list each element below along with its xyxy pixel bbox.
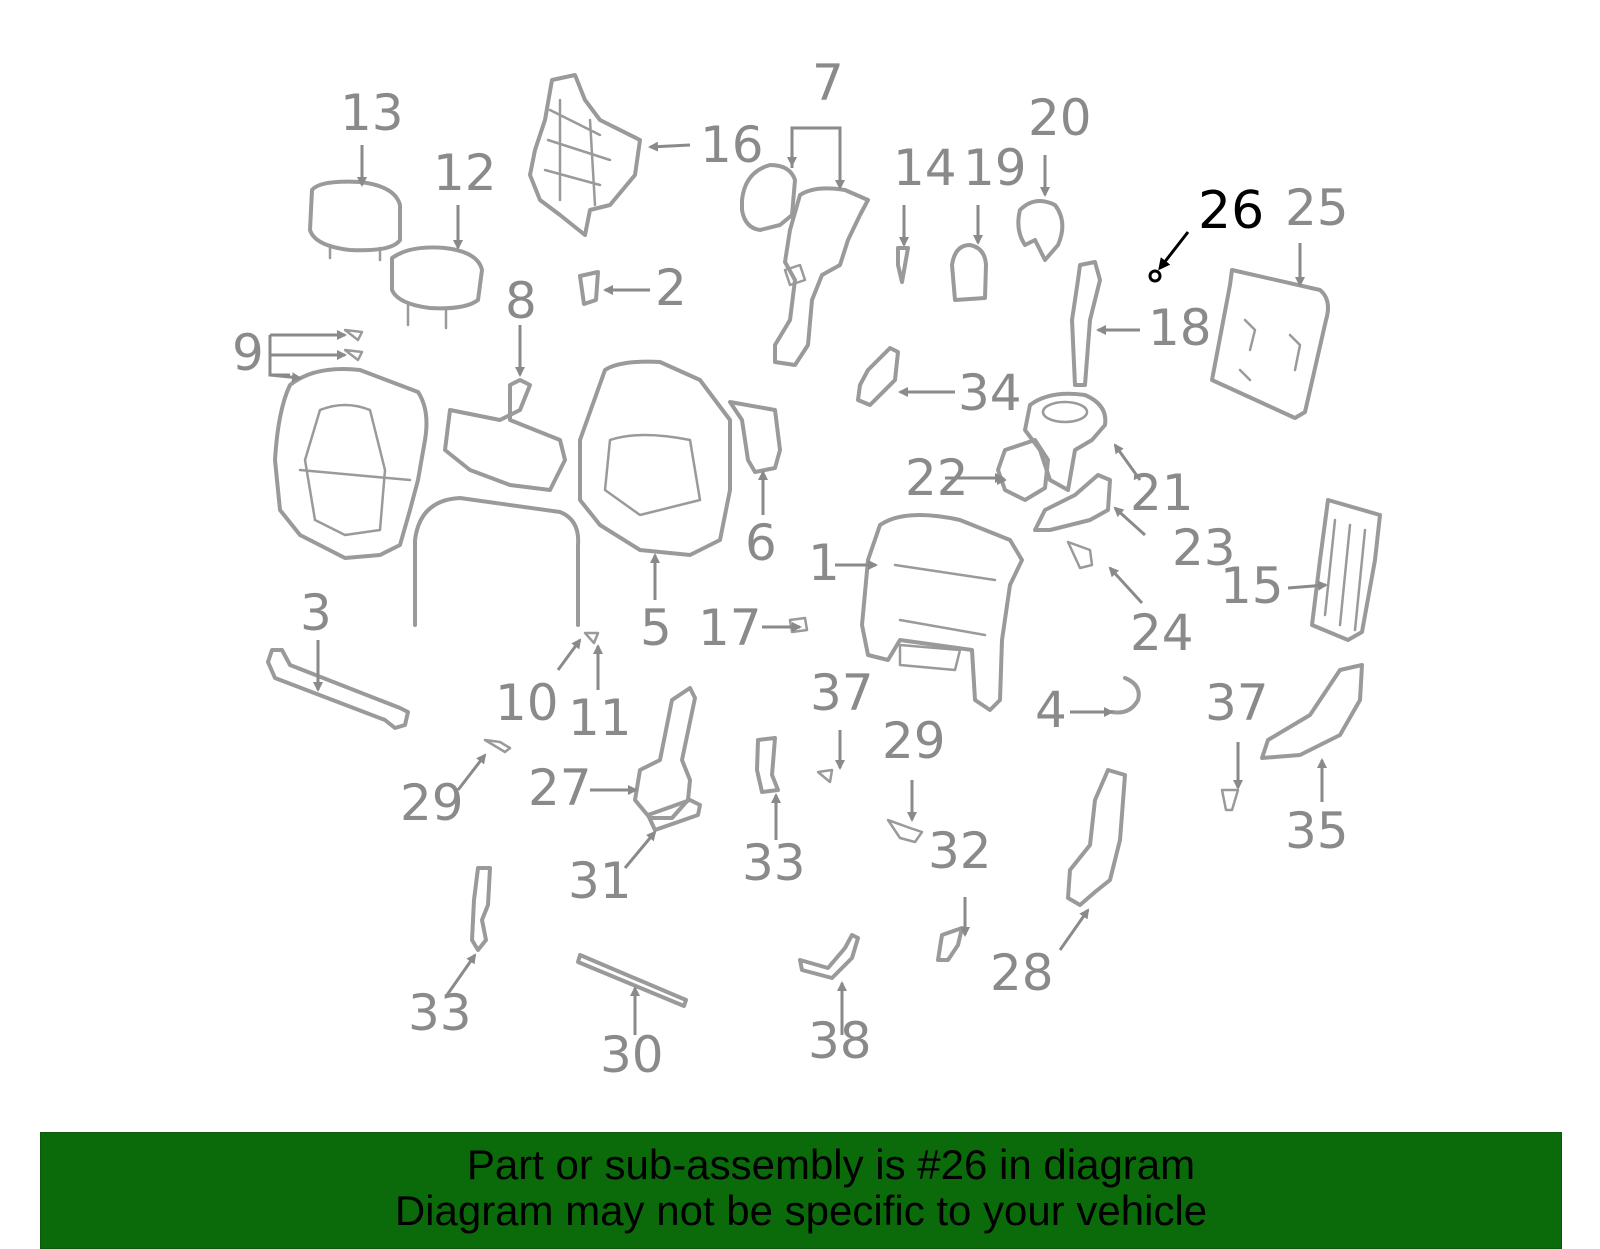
part-37-clip-a [816,768,834,784]
part-31-handle [646,798,702,832]
callout-28: 28 [990,944,1054,1002]
callout-6: 6 [745,514,777,572]
callout-9: 9 [232,324,264,382]
part-30-bar [576,953,688,1008]
part-8-lumbar [443,378,567,492]
callout-25: 25 [1285,179,1349,237]
callout-18: 18 [1148,299,1212,357]
callout-31: 31 [568,852,632,910]
part-16-frame [528,73,642,237]
part-27-latch [633,686,697,820]
callout-15: 15 [1220,557,1284,615]
part-32-clip [936,926,964,962]
part-29-pin-b [886,818,924,844]
callout-22: 22 [905,449,969,507]
banner-disclaimer-line: Diagram may not be specific to your vehi… [394,1187,1208,1234]
callout-20: 20 [1028,89,1092,147]
part-5-pad [578,359,732,557]
callout-11: 11 [568,689,632,747]
part-26-clip [1148,269,1162,283]
part-29-pin-a [483,738,512,754]
callout-5: 5 [640,599,672,657]
part-21-housing [1023,391,1108,492]
callout-27: 27 [528,759,592,817]
part-4-wire [1110,676,1141,715]
part-38-strap [798,933,860,980]
callout-37-right: 37 [1205,674,1269,732]
part-15-panel [1310,498,1382,642]
part-6-panel [728,400,782,474]
callout-19: 19 [963,139,1027,197]
callout-7: 7 [812,54,844,112]
callout-35: 34 [958,364,1022,422]
callout-2: 2 [655,259,687,317]
part-23-lever [1033,473,1112,532]
part-20-cover [1016,199,1065,262]
callout-16: 16 [700,116,764,174]
part-35-bracket [856,346,900,407]
part-36-trim [1260,663,1364,760]
info-banner: Part or sub-assembly is #26 in diagram D… [40,1132,1562,1249]
part-11-clip [583,631,600,645]
callout-23: 23 [1172,519,1236,577]
callout-33: 33 [408,984,472,1042]
callout-37-left: 37 [810,664,874,722]
parts-diagram: 13 12 16 2 7 14 19 20 26 25 18 8 9 34 22… [232,54,1382,1084]
part-1-frame [860,513,1024,712]
part-37-clip-b [1220,788,1240,812]
callout-21: 21 [1130,464,1194,522]
callout-14: 14 [893,139,957,197]
part-9-clips [343,328,364,362]
part-24-clip [1066,540,1094,570]
callout-24: 24 [1130,604,1194,662]
banner-part-line: Part or sub-assembly is #26 in diagram [466,1141,1196,1188]
part-12-headrest [390,245,484,330]
callout-17: 17 [698,599,762,657]
part-2 [578,270,600,306]
part-7-retractor [740,163,870,367]
part-33-cable [470,866,492,952]
part-34-bracket [755,736,780,794]
callout-3: 3 [300,584,332,642]
part-13-headrest [308,179,402,262]
callout-13: 13 [340,84,404,142]
callout-29-right: 29 [882,712,946,770]
part-17-clip [788,616,809,634]
callout-26-highlight: 26 [1198,181,1264,241]
part-28-rail [1066,768,1127,907]
callout-1: 1 [808,534,840,592]
seat-back-cover [273,367,429,560]
callout-4: 4 [1035,681,1067,739]
part-3-rod [266,648,410,730]
callout-labels: 13 12 16 2 7 14 19 20 26 25 18 8 9 34 22… [232,54,1349,1084]
callout-32: 32 [928,822,992,880]
callout-34: 33 [742,834,806,892]
callout-12: 12 [433,144,497,202]
callout-29-left: 29 [400,774,464,832]
part-18-strut [1070,260,1102,387]
part-25-panel [1210,268,1330,420]
callout-10: 10 [495,674,559,732]
callout-36: 35 [1285,802,1349,860]
callout-8: 8 [505,272,537,330]
part-19-cap [950,243,988,302]
part-22-knob [996,438,1050,502]
part-14-pin [896,246,910,284]
callout-38: 38 [808,1012,872,1070]
part-10-wire [413,496,581,627]
callout-30: 30 [600,1026,664,1084]
leader-lines [268,126,1328,1035]
